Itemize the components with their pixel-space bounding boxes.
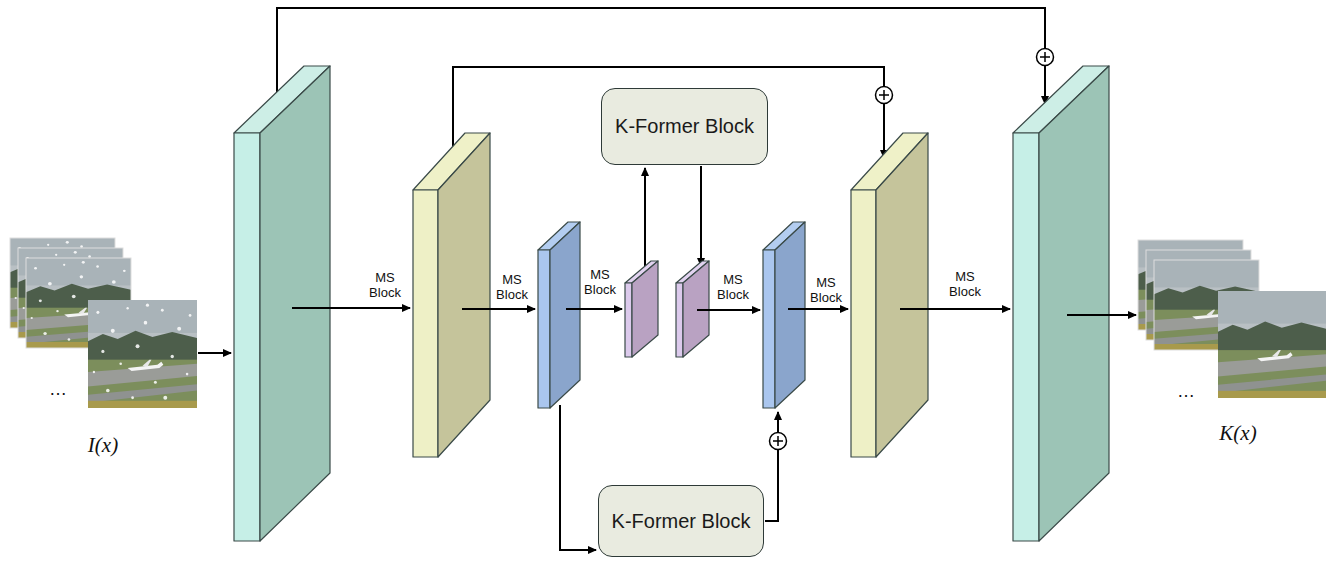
k-former-block: K-Former Block (601, 88, 768, 165)
ellipsis: … (1177, 381, 1195, 401)
block-label: MS Block (577, 267, 623, 297)
block-label: MS Block (942, 269, 988, 299)
forward-arrows (198, 308, 1136, 353)
add-symbol (770, 49, 1054, 450)
input-images (10, 238, 197, 408)
image-label: I(x) (88, 433, 118, 457)
feature-maps (234, 66, 1109, 541)
image-label: K(x) (1219, 421, 1256, 445)
block-label: MS Block (710, 272, 756, 302)
block-label: MS Block (803, 275, 849, 305)
output-images (1138, 240, 1326, 398)
block-title: K-Former Block (602, 503, 761, 540)
block-title: K-Former Block (605, 108, 764, 145)
block-label: MS Block (489, 272, 535, 302)
ellipsis: … (49, 379, 67, 399)
k-former-block: K-Former Block (598, 485, 765, 557)
block-label: MS Block (362, 270, 408, 300)
skip-connections (277, 8, 1045, 550)
